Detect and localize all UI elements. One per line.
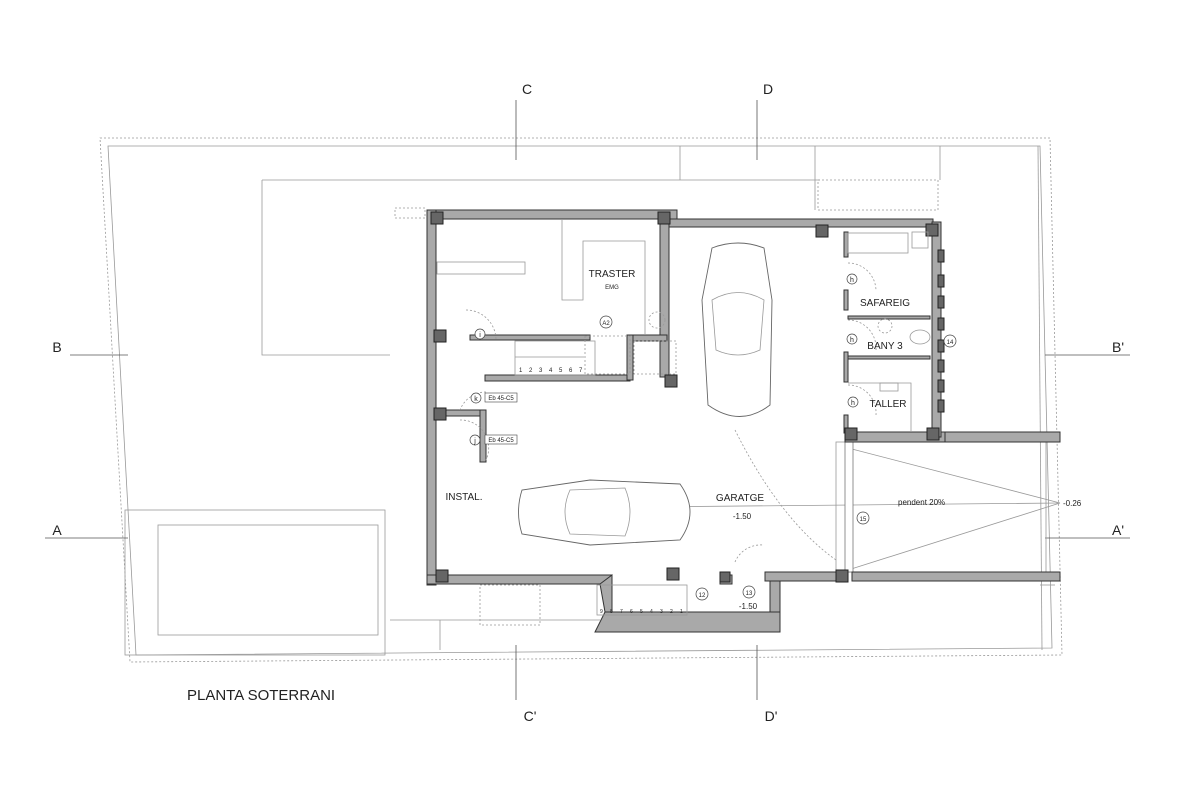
car-horizontal xyxy=(518,479,691,546)
door-type-j: Eb 45-C5 xyxy=(488,438,514,444)
section-c-bottom: C' xyxy=(524,708,537,724)
tag-k: k xyxy=(474,396,478,403)
tag-i: i xyxy=(479,332,481,339)
stair-step: 9 xyxy=(600,609,603,615)
stair-upper: 1 2 3 4 5 6 7 xyxy=(514,335,677,376)
room-garatge: GARATGE xyxy=(716,493,764,504)
tag-12: 12 xyxy=(699,593,706,599)
stair-step: 6 xyxy=(630,609,633,615)
stair-step: 7 xyxy=(579,368,583,374)
section-c-top: C xyxy=(522,81,532,97)
room-safareig: SAFAREIG xyxy=(860,298,910,309)
tag-h: h xyxy=(850,337,854,344)
ramp-level: -0.26 xyxy=(1063,499,1082,508)
stair-step: 8 xyxy=(610,609,613,615)
level-13: -1.50 xyxy=(739,602,758,611)
columns xyxy=(430,211,945,583)
stair-step: 3 xyxy=(539,368,543,374)
stair-step: 3 xyxy=(660,609,663,615)
section-d-bottom: D' xyxy=(765,708,778,724)
stair-step: 4 xyxy=(650,609,653,615)
tag-a2: A2 xyxy=(602,321,610,327)
room-taller: TALLER xyxy=(869,399,906,410)
section-b-right: B' xyxy=(1112,339,1124,355)
stair-step: 1 xyxy=(519,368,523,374)
stair-step: 4 xyxy=(549,368,553,374)
tag-j: j xyxy=(473,438,476,445)
section-a-right: A' xyxy=(1112,522,1124,538)
room-traster: TRASTER xyxy=(589,269,636,280)
tag-13: 13 xyxy=(746,591,753,597)
stair-step: 1 xyxy=(680,609,683,615)
section-a-left: A xyxy=(52,522,62,538)
room-labels: TRASTER EMG SAFAREIG BANY 3 TALLER INSTA… xyxy=(445,269,910,521)
section-d-top: D xyxy=(763,81,773,97)
section-markers: C D C' D' B B' A A' xyxy=(45,81,1130,724)
tags: i A2 k Eb 45-C5 j Eb 45-C5 h h h 14 15 1… xyxy=(469,273,957,611)
room-bany-3: BANY 3 xyxy=(867,341,903,352)
stair-lower: 9 8 7 6 5 4 3 2 1 xyxy=(596,584,688,616)
stair-step: 2 xyxy=(670,609,673,615)
room-traster-sub: EMG xyxy=(605,285,619,291)
tag-h: h xyxy=(850,277,854,284)
garatge-level: -1.50 xyxy=(733,512,752,521)
tag-h: h xyxy=(851,400,855,407)
plan-title: PLANTA SOTERRANI xyxy=(187,687,335,704)
stair-step: 2 xyxy=(529,368,533,374)
tag-15: 15 xyxy=(860,517,867,523)
car-vertical xyxy=(701,242,773,417)
fixtures xyxy=(436,219,931,563)
stair-step: 5 xyxy=(559,368,563,374)
stair-step: 6 xyxy=(569,368,573,374)
stair-step: 7 xyxy=(620,609,623,615)
room-instal: INSTAL. xyxy=(445,492,482,503)
tag-14: 14 xyxy=(947,340,954,346)
walls xyxy=(426,209,1061,633)
site-outline xyxy=(99,137,1063,663)
stair-step: 5 xyxy=(640,609,643,615)
door-type-k: Eb 45-C5 xyxy=(488,396,514,402)
section-b-left: B xyxy=(52,339,61,355)
ramp-slope: pendent 20% xyxy=(898,498,945,507)
